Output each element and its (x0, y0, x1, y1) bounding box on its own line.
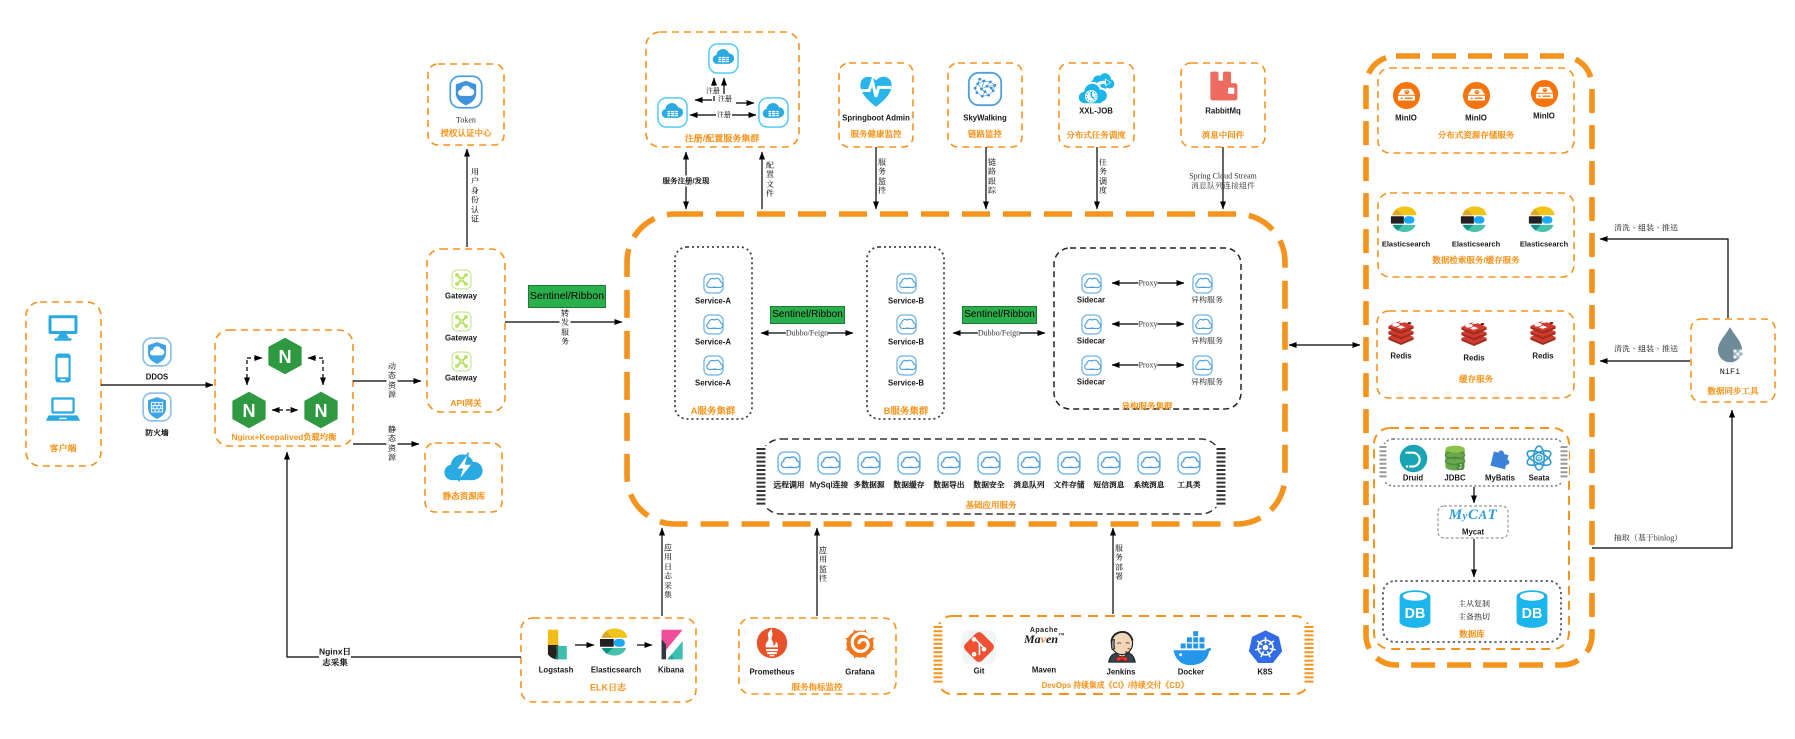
svg-text:DB: DB (1405, 606, 1426, 622)
svg-text:N: N (278, 347, 291, 367)
svg-text:N: N (314, 401, 327, 421)
svg-text:DB: DB (1522, 606, 1543, 622)
svg-text:N: N (242, 401, 255, 421)
svg-text:J: J (1459, 464, 1462, 471)
svg-text:A: A (1537, 456, 1541, 462)
